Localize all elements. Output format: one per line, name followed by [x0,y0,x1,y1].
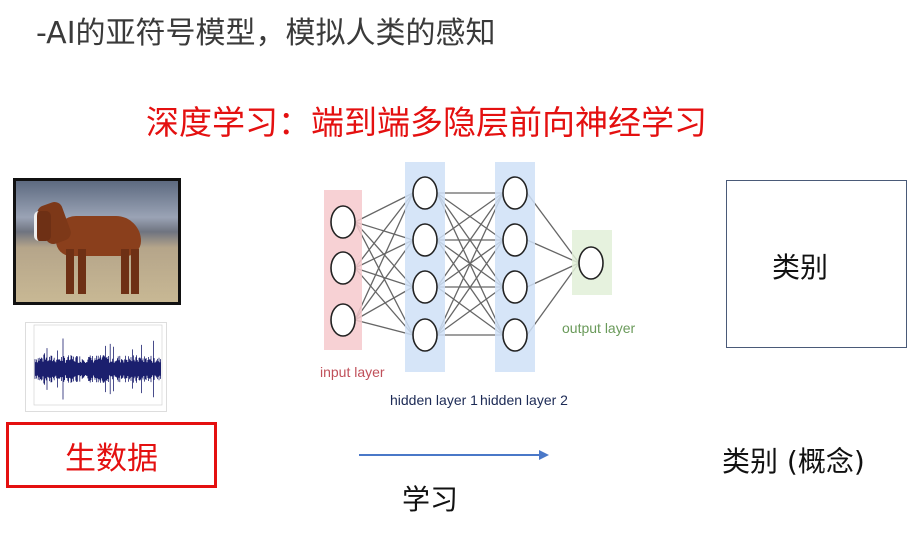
connection-edge [436,192,504,336]
connection-edge [354,267,414,288]
connection-edge [354,267,414,336]
audio-waveform-image [25,322,167,412]
neuron-node [502,223,528,257]
connection-edge [354,239,414,269]
category-box-label: 类别 [772,251,829,284]
neuron-node [502,270,528,304]
neuron-node [502,176,528,210]
horse-image [13,178,181,305]
connection-edge [436,239,504,336]
waveform-signal [34,338,161,400]
slide-title: -AI的亚符号模型，模拟人类的感知 [36,16,496,51]
neuron-node [330,205,356,239]
connection-edge [354,319,414,336]
connection-edge [354,192,414,321]
connection-edge [436,192,504,241]
connection-edge [436,286,504,336]
connection-edge [354,192,414,223]
raw-data-box: 生数据 [6,422,217,488]
connection-edge [354,286,414,321]
connection-edge [526,262,580,288]
category-concept-label: 类别 (概念) [722,445,865,478]
layer-label-0: input layer [320,364,385,380]
connection-edge [354,192,414,269]
neuron-node [412,318,438,352]
neuron-node [412,223,438,257]
learning-label: 学习 [402,483,459,516]
connections [354,192,580,336]
connection-edge [354,239,414,321]
category-box: 类别 [726,180,907,348]
raw-data-label: 生数据 [65,440,158,477]
learning-arrow [359,450,549,460]
connection-edge [526,192,580,264]
connection-edge [436,192,504,288]
neuron-node [330,303,356,337]
neuron-node [578,246,604,280]
connection-edge [526,239,580,264]
neuron-node [330,251,356,285]
layer-label-3: output layer [562,320,635,336]
slide-subtitle: 深度学习：端到端多隐层前向神经学习 [146,103,707,142]
layer-label-1: hidden layer 1 [390,392,478,408]
neuron-node [412,270,438,304]
connection-edge [526,262,580,336]
neuron-node [502,318,528,352]
neuron-node [412,176,438,210]
waveform-frame [33,324,163,406]
layer-label-2: hidden layer 2 [480,392,568,408]
connection-edge [354,221,414,336]
